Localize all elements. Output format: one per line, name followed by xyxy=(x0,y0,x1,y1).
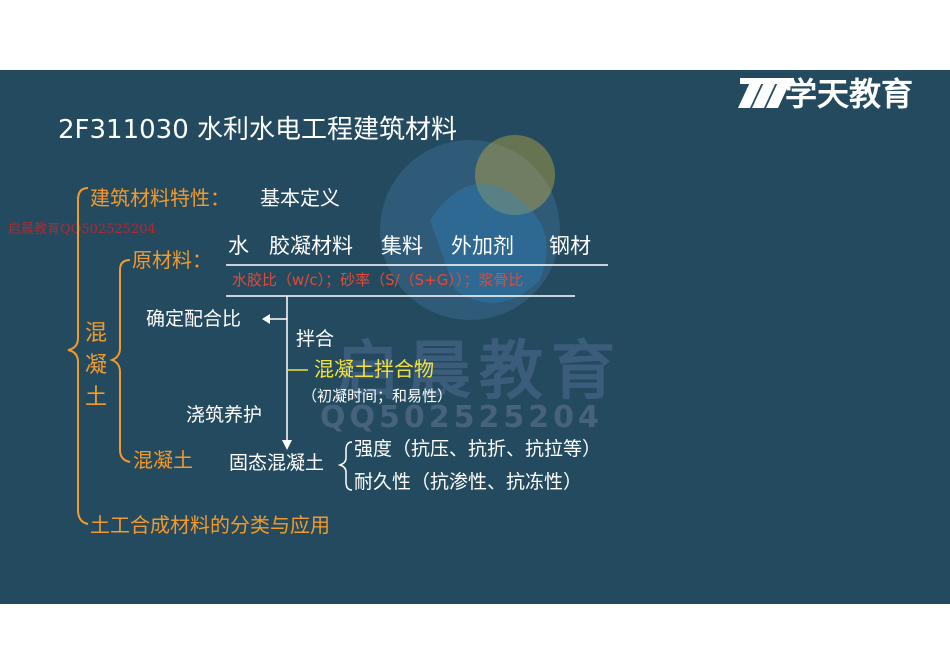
mix-design-node: 确定配合比 xyxy=(146,308,242,330)
branch-concrete-label: 混凝土 xyxy=(133,448,193,472)
branch-properties-value: 基本定义 xyxy=(260,186,340,210)
raw-item-aggregate: 集料 xyxy=(381,234,423,258)
branch-properties-label: 建筑材料特性： xyxy=(90,186,230,210)
mixture-props: （初凝时间；和易性） xyxy=(302,387,453,405)
slide: 启晨教育 QQ502525204 学天教育 2F311030 水利水电工程建筑材… xyxy=(0,70,950,604)
watermark-logo-graphic xyxy=(380,135,560,320)
watermark-small: 启晨教育QQ502525204 xyxy=(8,222,156,237)
branch-raw-label: 原材料： xyxy=(132,248,212,272)
root-node: 混凝土 xyxy=(84,321,107,410)
branch-geo-label: 土工合成材料的分类与应用 xyxy=(90,513,330,537)
raw-ratios: 水胶比（w/c）；砂率（S/（S+G））；浆骨比 xyxy=(232,271,524,289)
watermark-big-num: QQ502525204 xyxy=(320,400,603,435)
solid-prop-durability: 耐久性（抗渗性、抗冻性） xyxy=(354,471,583,493)
solid-prop-strength: 强度（抗压、抗折、抗拉等） xyxy=(354,438,602,460)
raw-item-steel: 钢材 xyxy=(549,234,591,258)
page-title: 2F311030 水利水电工程建筑材料 xyxy=(58,115,458,145)
brand-logo-icon xyxy=(738,78,794,108)
pouring-node: 浇筑养护 xyxy=(186,404,263,426)
watermark-big-cn: 启晨教育 xyxy=(335,335,623,409)
mixing-node: 拌合 xyxy=(296,328,335,350)
raw-item-admixture: 外加剂 xyxy=(451,234,514,258)
mixture-node: 混凝土拌合物 xyxy=(314,357,434,381)
solid-concrete-node: 固态混凝土 xyxy=(229,452,325,474)
raw-item-water: 水 xyxy=(228,234,249,258)
tree-connectors xyxy=(67,187,608,525)
brand-name: 学天教育 xyxy=(785,75,914,113)
raw-item-binder: 胶凝材料 xyxy=(269,234,353,258)
